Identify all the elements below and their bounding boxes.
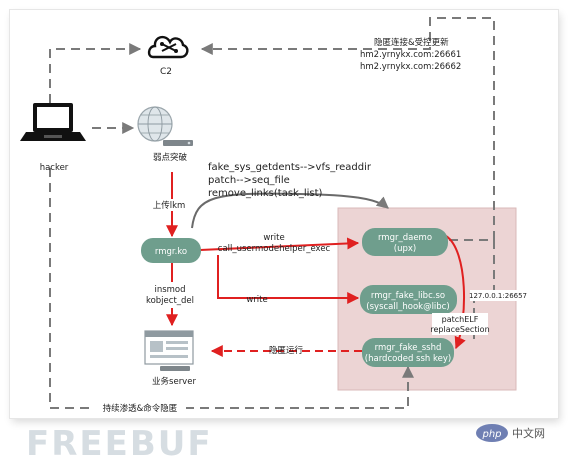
rmgr-fake-sshd-sub: (hardcoded ssh key) [365,354,451,364]
write-daemo-arrow [199,237,360,251]
freebuf-watermark: FREEBUF [26,424,213,463]
c2-label: C2 [160,67,172,77]
insmod-label: insmod [154,285,185,295]
rmgr-fake-sshd-label: rmgr_fake_sshd [375,343,442,353]
local-address-label: 127.0.0.1:26657 [469,292,527,300]
persistent-line [49,168,414,409]
rmgr-fake-libc-node: rmgr_fake_libc.so (syscall_hook@libc) [360,285,457,314]
laptop-icon [20,103,86,141]
business-server-label: 业务server [152,376,196,387]
replace-section-label: replaceSection [430,325,489,334]
c2-domain-1: hm2.yrnykx.com:26661 [360,50,461,60]
server-browser-icon [144,330,194,371]
hacker-to-c2-line [49,43,142,103]
c2-domain-2: hm2.yrnykx.com:26662 [360,62,461,72]
hook-curve-arrow [191,192,389,229]
patchelf-arrow [445,235,466,350]
weak-point-label: 弱点突破 [153,152,188,163]
cloud-icon [147,35,189,59]
hidden-connection-title: 隐匿连接&受控更新 [374,37,449,48]
kernel-hook-3: remove_links(task_list) [208,188,323,199]
rmgr-ko-label: rmgr.ko [155,247,187,257]
rmgr-ko-node: rmgr.ko [141,238,201,263]
rmgr-fake-libc-label: rmgr_fake_libc.so [371,291,445,301]
persistent-label: 持续渗透&命令隐匿 [103,403,178,414]
upload-lkm-label: 上传lkm [153,200,186,211]
call-usermodehelper-label: call_usermodehelper_exec [218,244,331,254]
kernel-hook-1: fake_sys_getdents-->vfs_readdir [208,162,372,173]
write-label-1: write [263,233,284,243]
hacker-label: hacker [40,163,69,173]
globe-server-icon [137,106,193,146]
php-logo: php [476,424,508,442]
rmgr-fake-libc-sub: (syscall_hook@libc) [366,302,449,312]
kernel-hook-2: patch-->seq_file [208,175,290,186]
rmgr-daemo-sub: (upx) [394,244,416,254]
php-logo-text: php [481,429,501,440]
patchelf-label: patchELF [442,315,479,324]
rmgr-fake-sshd-node: rmgr_fake_sshd (hardcoded ssh key) [362,338,454,367]
rmgr-daemo-node: rmgr_daemo (upx) [362,228,448,256]
write-libc-arrow [217,255,360,304]
hidden-run-label: 隐匿运行 [269,345,304,356]
rmgr-daemo-label: rmgr_daemo [378,233,432,243]
site-watermark: 中文网 [512,426,545,440]
write-label-2: write [246,295,267,305]
c2-update-line [200,17,495,240]
kobject-del-label: kobject_del [146,296,194,306]
